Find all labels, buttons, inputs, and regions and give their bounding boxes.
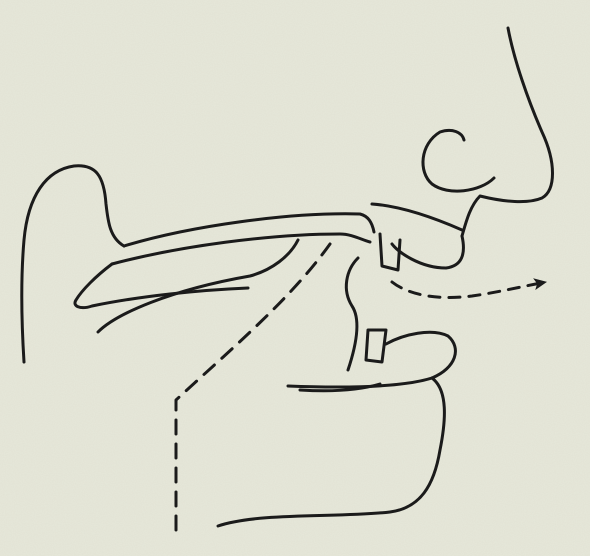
sagittal-section-drawing (0, 0, 590, 556)
paper-texture (0, 0, 590, 556)
articulation-diagram (0, 0, 590, 556)
